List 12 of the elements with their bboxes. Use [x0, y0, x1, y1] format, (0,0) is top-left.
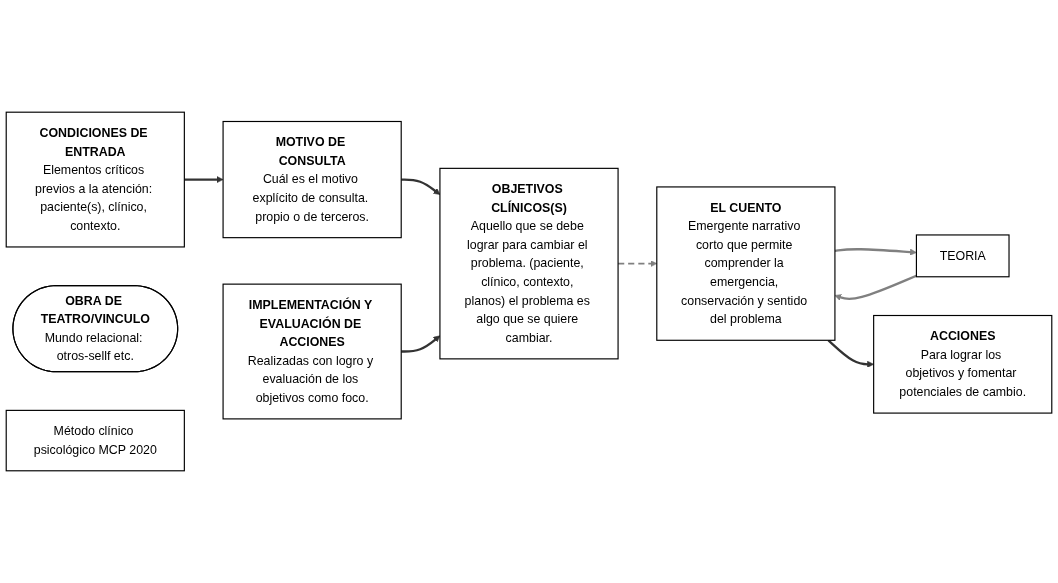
- arrow: [834, 274, 917, 301]
- arrow: [184, 176, 224, 183]
- node-box: IMPLEMENTACIÓN Y EVALUACIÓN DE ACCIONES Realizadas con logro y evaluación de los objetivos como foco.: [222, 283, 402, 420]
- node-box: MOTIVO DE CONSULTA Cuál es el motivo explícito de consulta. propio o de terceros.: [222, 120, 402, 239]
- node-box: ACCIONES Para lograr los objetivos y fomentar potenciales de cambio.: [873, 314, 1053, 414]
- arrow: [834, 248, 917, 256]
- node-box: EL CUENTO Emergente narrativo corto que permite comprender la emergencia, conservación y sentido del problema: [656, 186, 836, 341]
- node-box: Método clínico psicológico MCP 2020: [5, 409, 185, 472]
- arrow: [827, 339, 874, 368]
- node-box: OBJETIVOS CLÍNICOS(S) Aquello que se debe lograr para cambiar el problema. (paciente, clínico, contexto, planos) el problema es algo que se quiere cambiar.: [439, 167, 619, 360]
- node-box: CONDICIONES DE ENTRADA Elementos críticos previos a la atención: paciente(s), clínico, contexto.: [5, 111, 185, 248]
- node-box: TEORIA: [915, 234, 1010, 278]
